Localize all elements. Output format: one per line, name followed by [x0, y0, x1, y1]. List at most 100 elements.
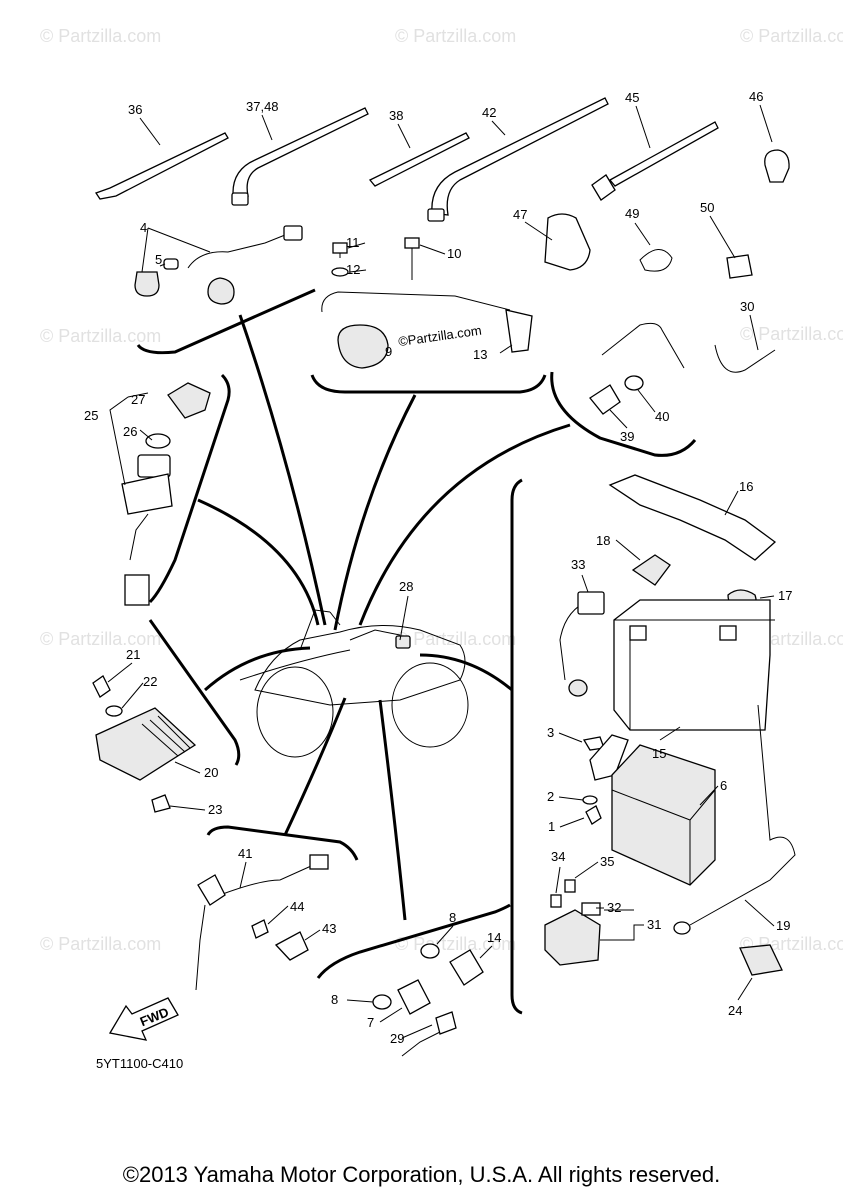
- plug-cap-13: [505, 309, 533, 353]
- cable-tie-37-48: [232, 107, 369, 197]
- callout-49: 49: [625, 206, 639, 221]
- callout-12: 12: [346, 262, 360, 277]
- sensor-7: [397, 979, 431, 1015]
- bracket-top-center: [310, 374, 547, 394]
- ties-row: [94, 97, 790, 222]
- callout-33: 33: [571, 557, 585, 572]
- callout-46: 46: [749, 89, 763, 104]
- callout-39: 39: [620, 429, 634, 444]
- callout-4: 4: [140, 220, 147, 235]
- washer-8: [420, 943, 440, 959]
- callout-45: 45: [625, 90, 639, 105]
- callout-29: 29: [390, 1031, 404, 1046]
- callout-11: 11: [346, 235, 360, 250]
- watermark: © Partzilla.com: [740, 26, 843, 46]
- callout-26: 26: [123, 424, 137, 439]
- ecu-group: [544, 704, 796, 976]
- callout-47: 47: [513, 207, 527, 222]
- washer-12: [331, 267, 349, 277]
- cable-tie-42: [431, 97, 609, 216]
- callout-14: 14: [487, 930, 501, 945]
- leader-line: [419, 653, 513, 692]
- relay-24: [739, 944, 783, 976]
- ecu-6: [611, 744, 716, 886]
- washer-22: [105, 705, 123, 717]
- cable-tie-36: [94, 132, 229, 200]
- rectifier-group: [92, 675, 197, 813]
- callout-leaders: [107, 104, 775, 1039]
- bracket-top-left: [136, 288, 316, 355]
- callout-37-48: 37,48: [246, 99, 279, 114]
- key-27: [167, 382, 211, 419]
- copyright-notice: ©2013 Yamaha Motor Corporation, U.S.A. A…: [122, 1162, 721, 1187]
- callout-19: 19: [776, 918, 790, 933]
- switch-body-25: [121, 473, 173, 515]
- main-switch-group: [121, 382, 211, 606]
- bracket-top-right: [550, 371, 697, 457]
- nut-26: [145, 433, 171, 449]
- bolt-44: [251, 919, 269, 939]
- fuse-32: [581, 902, 601, 916]
- callout-31: 31: [647, 917, 661, 932]
- atv-vehicle: [254, 609, 469, 758]
- callout-22: 22: [143, 674, 157, 689]
- watermark: © Partzilla.com: [395, 629, 516, 649]
- center-watermark: ©Partzilla.com: [397, 323, 482, 350]
- bracket-left-switch: [148, 373, 231, 604]
- sensor-41: [197, 874, 226, 906]
- connector-group-4: [134, 225, 303, 305]
- callout-43: 43: [322, 921, 336, 936]
- callout-7: 7: [367, 1015, 374, 1030]
- washer-1: [582, 795, 598, 805]
- leader-line: [238, 314, 327, 626]
- callout-16: 16: [739, 479, 753, 494]
- washer-8b: [372, 994, 392, 1010]
- grommet-40: [624, 375, 644, 391]
- callout-41: 41: [238, 846, 252, 861]
- callout-30: 30: [740, 299, 754, 314]
- bracket-16: [608, 474, 777, 561]
- connector: [124, 574, 150, 606]
- wire-30: [601, 322, 685, 369]
- callout-10: 10: [447, 246, 461, 261]
- cap-4: [134, 271, 160, 297]
- callout-23: 23: [208, 802, 222, 817]
- sensor-39: [589, 384, 621, 415]
- watermark: © Partzilla.com: [40, 629, 161, 649]
- bracket-bottom-left: [206, 825, 359, 861]
- callout-24: 24: [728, 1003, 742, 1018]
- leader-line: [197, 498, 320, 626]
- cable-tie-38: [368, 132, 470, 187]
- callout-8b: 8: [331, 992, 338, 1007]
- callout-5: 5: [155, 252, 162, 267]
- leader-line: [204, 646, 311, 692]
- relay-31: [544, 909, 601, 966]
- rectifier-20: [95, 707, 197, 781]
- clip-23: [151, 794, 171, 813]
- leader-line: [358, 423, 571, 626]
- callout-21: 21: [126, 647, 140, 662]
- watermark: © Partzilla.com: [740, 324, 843, 344]
- cap-29: [435, 1011, 457, 1035]
- callout-labels: 36 37,48 38 42 45 46 4 5 11 12 10 9 13 4…: [84, 89, 792, 1046]
- leader-line: [239, 649, 351, 681]
- callout-40: 40: [655, 409, 669, 424]
- lead-33: [577, 591, 605, 615]
- coil-9: [337, 324, 389, 369]
- callout-20: 20: [204, 765, 218, 780]
- callout-13: 13: [473, 347, 487, 362]
- clamp-46: [764, 149, 790, 183]
- diagram-code: 5YT1100-C410: [96, 1056, 183, 1071]
- battery-group: [559, 474, 777, 731]
- callout-9: 9: [385, 344, 392, 359]
- leader-lines: [197, 314, 571, 921]
- plug-5: [163, 258, 179, 270]
- clamp-47: [544, 213, 591, 271]
- callout-25: 25: [84, 408, 98, 423]
- callout-42: 42: [482, 105, 496, 120]
- wire-41: [219, 861, 321, 896]
- leader-line: [378, 699, 407, 921]
- watermark: © Partzilla.com: [40, 26, 161, 46]
- callout-38: 38: [389, 108, 403, 123]
- callout-32: 32: [607, 900, 621, 915]
